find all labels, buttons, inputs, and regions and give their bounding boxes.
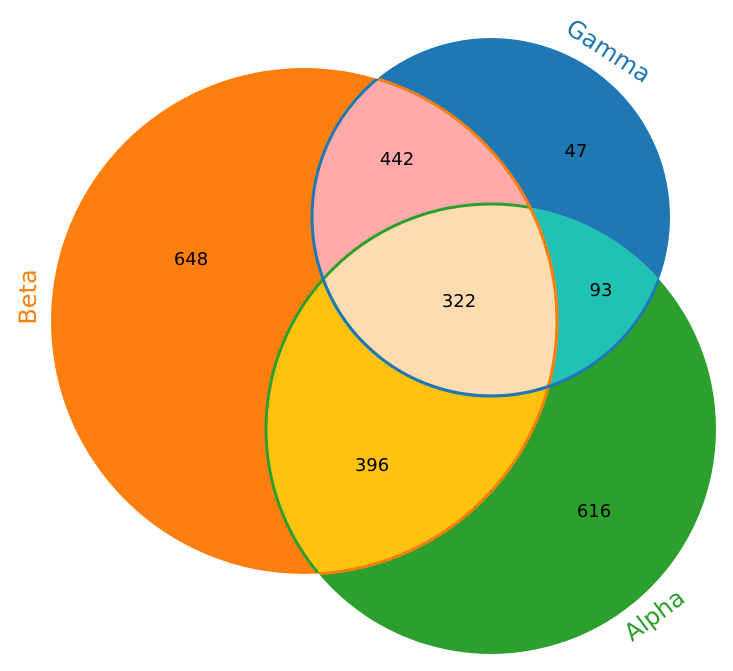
region-alpha-beta-gamma xyxy=(312,204,557,396)
label-alpha-only: 616 xyxy=(577,501,611,522)
set-label-beta: Beta xyxy=(14,269,42,324)
label-gamma-only: 47 xyxy=(565,141,588,162)
label-alpha-gamma: 93 xyxy=(590,280,613,301)
alpha-outline xyxy=(264,202,557,574)
label-alpha-beta-gamma: 322 xyxy=(442,291,476,312)
label-alpha-beta: 396 xyxy=(355,455,389,476)
label-beta-only: 648 xyxy=(174,249,208,270)
beta-outline-in-gamma xyxy=(312,66,559,396)
label-beta-gamma: 442 xyxy=(380,149,414,170)
